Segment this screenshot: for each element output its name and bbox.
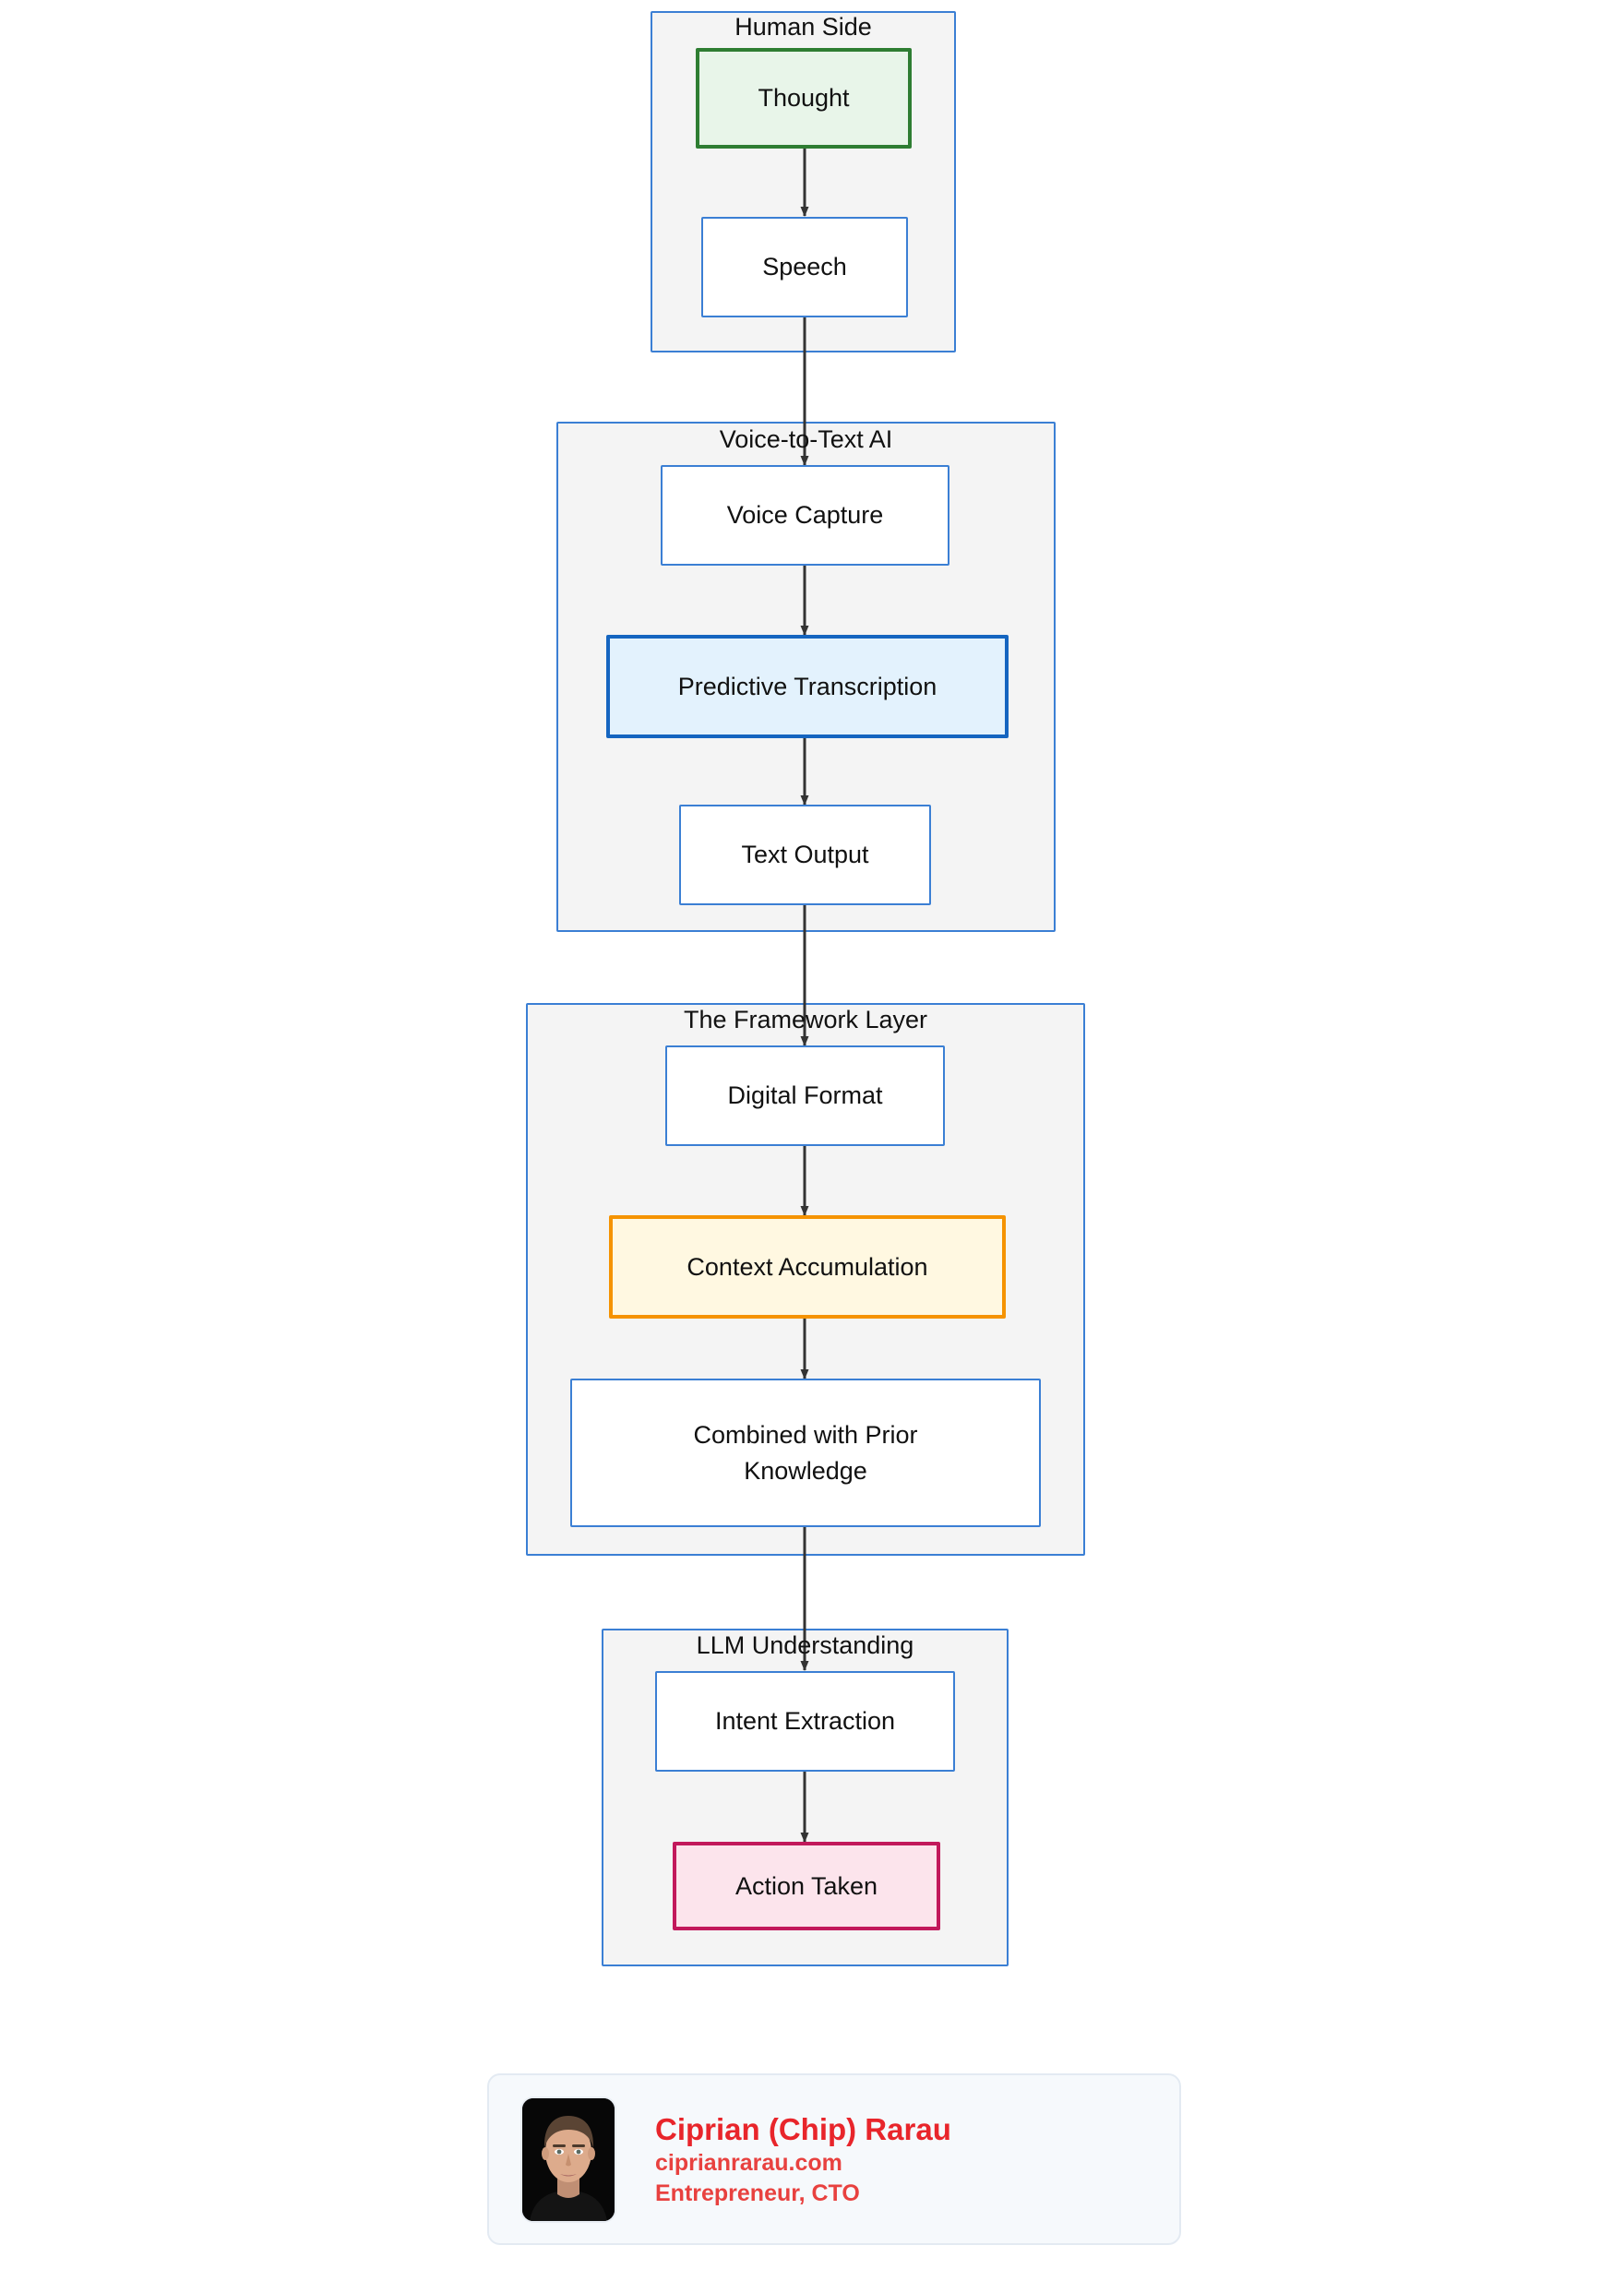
- node-combined-with-prior-knowledge[interactable]: Combined with Prior Knowledge: [570, 1379, 1041, 1527]
- node-thought-label: Thought: [758, 84, 850, 113]
- avatar: [522, 2097, 615, 2221]
- node-combined-label-line2: Knowledge: [744, 1456, 867, 1485]
- cluster-title-llm-understanding: LLM Understanding: [696, 1631, 914, 1659]
- node-action-taken-label: Action Taken: [734, 1871, 878, 1900]
- author-role: Entrepreneur, CTO: [655, 2179, 860, 2206]
- cluster-title-framework-layer: The Framework Layer: [683, 1006, 928, 1033]
- node-combined-label-line1: Combined with Prior: [693, 1421, 918, 1450]
- node-context-accumulation-label: Context Accumulation: [687, 1252, 928, 1281]
- node-voice-capture-label: Voice Capture: [726, 501, 884, 530]
- author-card: Ciprian (Chip) Rarau ciprianrarau.com En…: [487, 2073, 1181, 2245]
- node-intent-extraction[interactable]: Intent Extraction: [655, 1671, 955, 1772]
- node-predictive-transcription-label: Predictive Transcription: [677, 672, 937, 700]
- cluster-title-human-side: Human Side: [734, 13, 872, 41]
- portrait-photo-icon: [522, 2097, 615, 2221]
- author-website[interactable]: ciprianrarau.com: [655, 2150, 842, 2177]
- node-text-output[interactable]: Text Output: [679, 805, 931, 905]
- node-speech[interactable]: Speech: [701, 217, 908, 317]
- node-predictive-transcription[interactable]: Predictive Transcription: [606, 635, 1009, 738]
- node-action-taken[interactable]: Action Taken: [673, 1842, 940, 1930]
- node-intent-extraction-label: Intent Extraction: [714, 1707, 896, 1736]
- author-text-block: Ciprian (Chip) Rarau ciprianrarau.com En…: [655, 2110, 951, 2209]
- node-thought[interactable]: Thought: [696, 48, 912, 149]
- node-digital-format[interactable]: Digital Format: [665, 1045, 945, 1146]
- author-name: Ciprian (Chip) Rarau: [655, 2111, 951, 2146]
- node-speech-label: Speech: [762, 253, 847, 281]
- node-text-output-label: Text Output: [741, 841, 869, 869]
- node-context-accumulation[interactable]: Context Accumulation: [609, 1215, 1006, 1319]
- node-voice-capture[interactable]: Voice Capture: [661, 465, 949, 566]
- cluster-title-voice-to-text-ai: Voice-to-Text AI: [719, 425, 893, 453]
- node-digital-format-label: Digital Format: [727, 1081, 883, 1110]
